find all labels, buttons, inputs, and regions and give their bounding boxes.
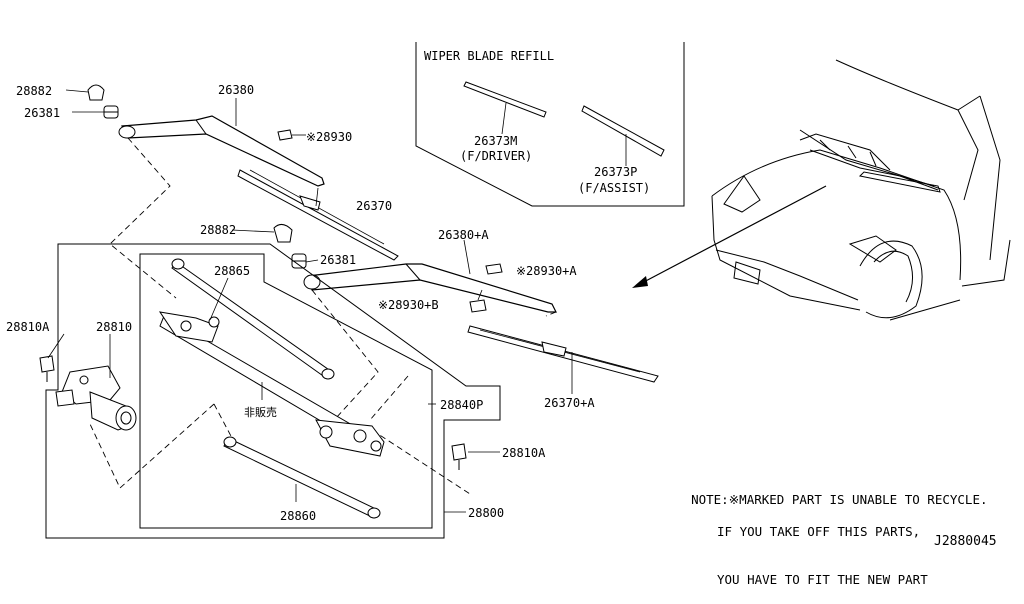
bolt-icon xyxy=(451,443,467,461)
note-line-1: NOTE:※MARKED PART IS UNABLE TO RECYCLE. xyxy=(691,492,988,507)
part-labels: 28882 26381 26380 ※28930 26370 28882 263… xyxy=(6,83,595,523)
refill-inset: WIPER BLADE REFILL 26373M (F/DRIVER) 263… xyxy=(415,42,685,207)
label-28810a-right: 28810A xyxy=(502,446,546,460)
label-28930: ※28930 xyxy=(306,130,352,144)
wiper-blade-assist xyxy=(467,325,659,394)
wiper-parts-diagram: WIPER BLADE REFILL 26373M (F/DRIVER) 263… xyxy=(6,42,1011,539)
label-26370: 26370 xyxy=(356,199,392,213)
leader-lines xyxy=(47,89,500,513)
refill-driver-shape xyxy=(463,81,547,118)
clip-icon xyxy=(277,129,293,141)
refill-assist-part: 26373P xyxy=(594,165,637,179)
wiper-blade-driver xyxy=(237,169,399,261)
refill-assist-desc: (F/ASSIST) xyxy=(578,181,650,195)
note-line-3: YOU HAVE TO FIT THE NEW PART xyxy=(717,572,928,587)
wiper-arm-driver xyxy=(87,84,325,187)
arrow-pointer xyxy=(632,185,827,288)
linkage-box-outer xyxy=(45,243,501,539)
label-28882-mid: 28882 xyxy=(200,223,236,237)
clip-icon xyxy=(469,299,487,313)
refill-driver-desc: (F/DRIVER) xyxy=(460,149,532,163)
wiper-motor xyxy=(39,355,137,431)
refill-assist-shape xyxy=(581,105,665,157)
label-28860: 28860 xyxy=(280,509,316,523)
car-sketch xyxy=(711,59,1011,321)
diagram-code: J2880045 xyxy=(934,534,997,549)
label-26380: 26380 xyxy=(218,83,254,97)
label-28882-top: 28882 xyxy=(16,84,52,98)
clip-icon xyxy=(485,263,503,275)
dashed-guides xyxy=(89,137,557,495)
refill-driver-part: 26373M xyxy=(474,134,517,148)
cap-icon xyxy=(87,84,105,101)
label-28810a-left: 28810A xyxy=(6,320,50,334)
label-26381-mid: 26381 xyxy=(320,253,356,267)
label-26370a: 26370+A xyxy=(544,396,595,410)
note-line-2: IF YOU TAKE OFF THIS PARTS, xyxy=(717,524,921,539)
label-28800: 28800 xyxy=(468,506,504,520)
label-28840p: 28840P xyxy=(440,398,483,412)
bolt-icon xyxy=(39,355,55,373)
label-28930a: ※28930+A xyxy=(516,264,577,278)
label-28865: 28865 xyxy=(214,264,250,278)
label-not-for-sale: 非販売 xyxy=(244,406,277,419)
label-26380a: 26380+A xyxy=(438,228,489,242)
label-26381-top: 26381 xyxy=(24,106,60,120)
inset-title: WIPER BLADE REFILL xyxy=(424,49,554,63)
label-28930b: ※28930+B xyxy=(378,298,439,312)
label-28810: 28810 xyxy=(96,320,132,334)
cap-icon xyxy=(273,224,293,243)
linkage-rods xyxy=(158,258,385,519)
